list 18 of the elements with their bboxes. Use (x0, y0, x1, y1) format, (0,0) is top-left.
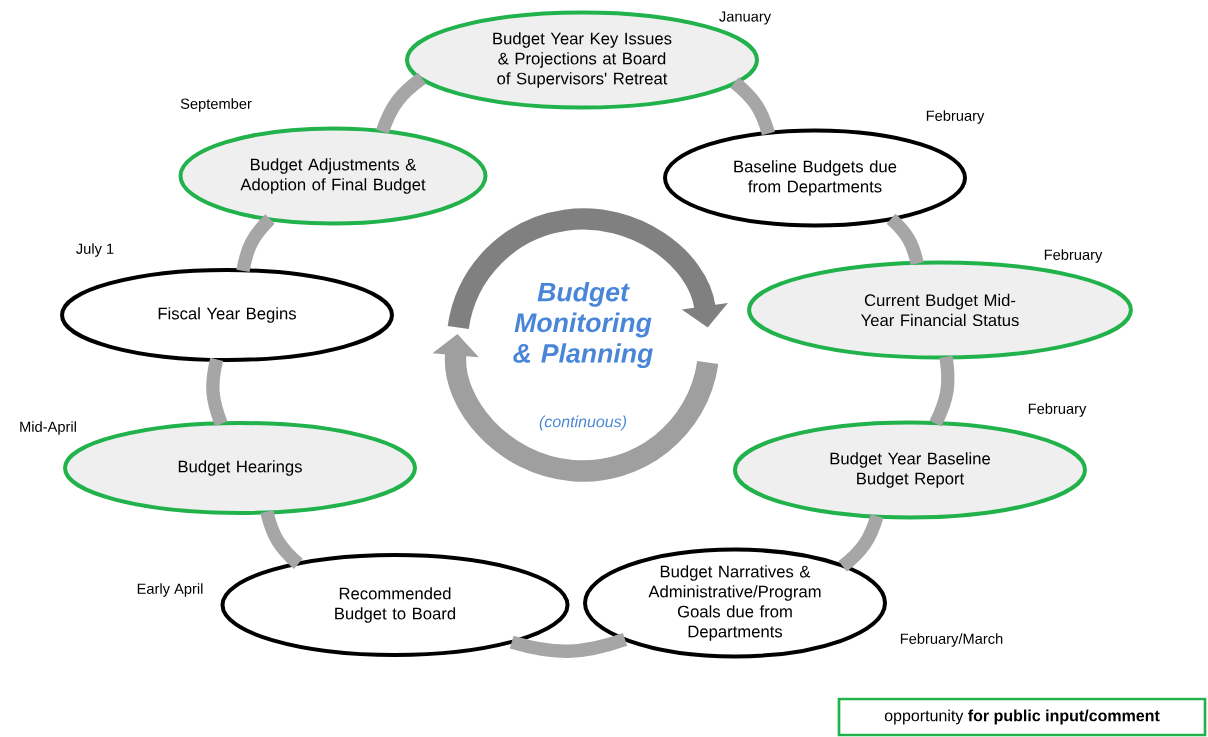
month-label: February (1044, 249, 1103, 263)
month-label: Early April (137, 583, 203, 597)
center-subtitle: (continuous) (539, 415, 627, 431)
ring-connector (206, 357, 228, 427)
legend-box: opportunity for public input/comment (837, 697, 1207, 737)
month-label: February (926, 110, 985, 124)
ring-connector (730, 77, 775, 136)
ring-connector (929, 355, 955, 427)
month-label: July 1 (76, 243, 114, 257)
ring-connector (236, 214, 275, 273)
month-label: February/March (900, 633, 1003, 647)
center-title: Budget Monitoring & Planning (513, 281, 653, 369)
ring-connector (838, 514, 884, 572)
ring-connector (376, 72, 426, 134)
month-label: September (180, 98, 252, 112)
ring-connector (260, 510, 303, 569)
ring-connector (509, 633, 628, 658)
month-label: February (1028, 403, 1087, 417)
